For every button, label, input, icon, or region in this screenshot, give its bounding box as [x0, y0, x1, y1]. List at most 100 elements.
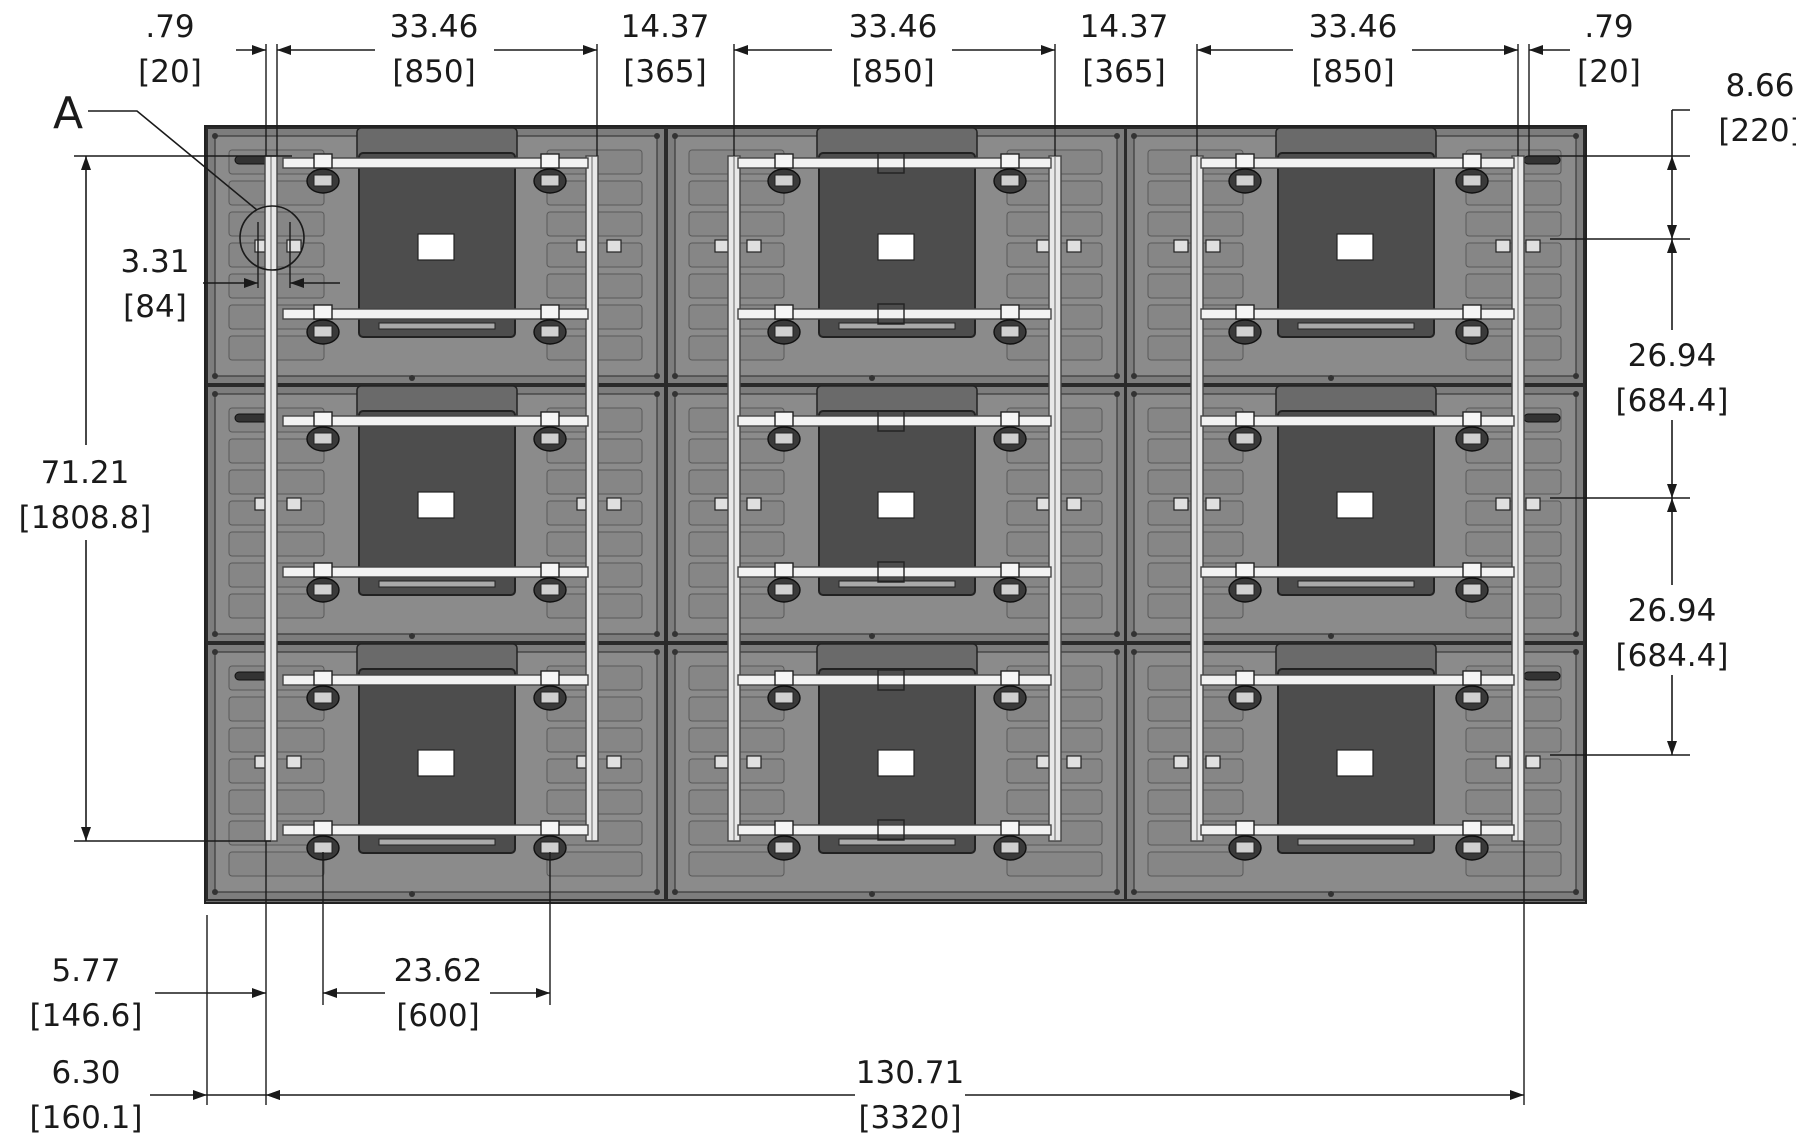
mount-bracket [1525, 755, 1541, 769]
right-dim-row2-metric: [684.4] [1616, 638, 1729, 674]
rail-clamp [1235, 304, 1255, 320]
carry-handle [1523, 413, 1561, 423]
panel-screw [212, 391, 218, 397]
handle-grill [1000, 432, 1020, 445]
carry-handle [1523, 155, 1561, 165]
mount-bracket [286, 239, 302, 253]
mount-bracket [1205, 755, 1221, 769]
rail-clamp [313, 304, 333, 320]
handle-grill [1000, 583, 1020, 596]
panel-screw [672, 649, 678, 655]
rail-clamp [540, 153, 560, 169]
top-dim-3-metric: [365] [623, 54, 706, 90]
panel-screw [1114, 373, 1120, 379]
dimension-arrow [1667, 225, 1677, 239]
dimension-arrow [1667, 484, 1677, 498]
bottom-dim-overall-metric: [3320] [858, 1100, 961, 1136]
bottom-dim-spacing-metric: [600] [396, 998, 479, 1034]
mount-bracket [1173, 755, 1189, 769]
panel-screw [1131, 133, 1137, 139]
rail-clamp [774, 153, 794, 169]
right-dim-top-imperial: 8.66 [1725, 68, 1794, 104]
dimension-arrow [1667, 239, 1677, 253]
panel-rib [1006, 851, 1103, 877]
panel-screw [1573, 631, 1579, 637]
horizontal-rail [737, 824, 1052, 836]
handle-grill [1000, 841, 1020, 854]
dimension-arrow [1667, 741, 1677, 755]
handle-grill [540, 583, 560, 596]
panel-screw [212, 133, 218, 139]
rail-clamp [313, 411, 333, 427]
rail-clamp [540, 411, 560, 427]
handle-grill [1000, 325, 1020, 338]
handle-grill [1235, 432, 1255, 445]
top-dim-5-metric: [365] [1082, 54, 1165, 90]
panel-rib [1465, 851, 1562, 877]
rail-clamp [1000, 304, 1020, 320]
right-dim-row2-imperial: 26.94 [1628, 593, 1717, 629]
handle-grill [540, 325, 560, 338]
handle-grill [1462, 691, 1482, 704]
center-connector [877, 303, 905, 325]
dimension-arrow [536, 988, 550, 998]
panel-screw [654, 391, 660, 397]
left-dim-detail-imperial: 3.31 [120, 244, 189, 280]
panel-screw [409, 375, 415, 381]
horizontal-rail [1200, 415, 1515, 427]
horizontal-rail [1200, 157, 1515, 169]
dimension-arrow [1504, 45, 1518, 55]
power-box-label [877, 491, 915, 519]
right-dim-row1-metric: [684.4] [1616, 383, 1729, 419]
mount-bracket [1495, 755, 1511, 769]
panel-screw [869, 375, 875, 381]
rail-clamp [1235, 670, 1255, 686]
horizontal-rail [282, 308, 589, 320]
handle-grill [1462, 841, 1482, 854]
rail-clamp [1462, 304, 1482, 320]
top-dim-2-imperial: 33.46 [390, 9, 479, 45]
mounting-rails [264, 152, 1525, 861]
rail-clamp [1462, 153, 1482, 169]
panel-screw [654, 889, 660, 895]
panel-screw [1114, 133, 1120, 139]
center-connector [877, 669, 905, 691]
handle-grill [1235, 691, 1255, 704]
panel-screw [1573, 649, 1579, 655]
power-box-label [417, 491, 455, 519]
top-dim-1-metric: [20] [138, 54, 202, 90]
left-dim-height-metric: [1808.8] [19, 500, 152, 536]
top-dim-6-metric: [850] [1311, 54, 1394, 90]
handle-grill [313, 841, 333, 854]
horizontal-rail [737, 157, 1052, 169]
rail-clamp [774, 562, 794, 578]
bottom-dim-edge-metric: [160.1] [30, 1100, 143, 1136]
dimension-arrow [193, 1090, 207, 1100]
panel-screw [869, 891, 875, 897]
mount-bracket [286, 497, 302, 511]
panel-screw [212, 649, 218, 655]
rail-clamp [1462, 411, 1482, 427]
mount-bracket [1173, 497, 1189, 511]
power-box-vent [838, 322, 956, 330]
rail-clamp [1235, 153, 1255, 169]
handle-grill [313, 325, 333, 338]
mount-bracket [1495, 239, 1511, 253]
rail-clamp [313, 562, 333, 578]
rail-clamp [540, 670, 560, 686]
power-box-vent [1297, 322, 1415, 330]
handle-grill [774, 325, 794, 338]
handle-grill [774, 841, 794, 854]
horizontal-rail [282, 824, 589, 836]
panel-screw [672, 391, 678, 397]
mount-bracket [714, 239, 730, 253]
dimension-arrow [1667, 156, 1677, 170]
panel-screw [672, 373, 678, 379]
handle-grill [313, 432, 333, 445]
panel-screw [1573, 889, 1579, 895]
panel-module [206, 127, 666, 385]
rail-clamp [1000, 670, 1020, 686]
panel-screw [672, 631, 678, 637]
power-box-vent [378, 322, 496, 330]
